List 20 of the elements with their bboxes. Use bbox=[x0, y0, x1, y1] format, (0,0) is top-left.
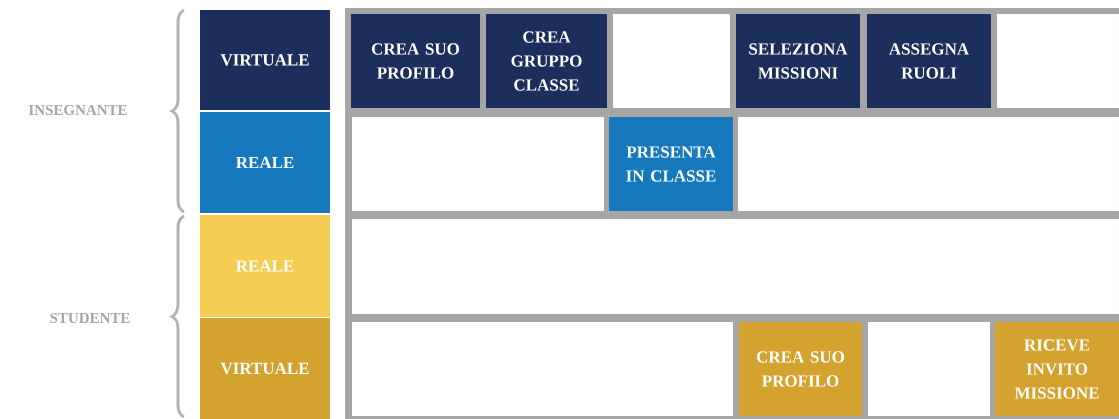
lane-header: VIRTUALE bbox=[200, 318, 330, 419]
task-box: RICEVE INVITO MISSIONE bbox=[995, 322, 1119, 416]
empty-cell bbox=[997, 14, 1119, 108]
task-box: ASSEGNA RUOLI bbox=[867, 14, 991, 108]
lane-header: REALE bbox=[200, 215, 330, 317]
task-box: CREA GRUPPO CLASSE bbox=[486, 14, 607, 108]
empty-cell bbox=[352, 322, 733, 416]
empty-cell bbox=[738, 117, 1119, 211]
task-box: PRESENTA IN CLASSE bbox=[609, 117, 733, 211]
task-box: SELEZIONA MISSIONI bbox=[736, 14, 860, 108]
lane-header: REALE bbox=[200, 112, 330, 213]
empty-cell bbox=[613, 14, 730, 108]
empty-cell bbox=[868, 322, 990, 416]
role-label: STUDENTE bbox=[50, 312, 130, 323]
empty-cell bbox=[352, 117, 604, 211]
task-box: CREA SUO PROFILO bbox=[351, 14, 480, 108]
empty-cell bbox=[352, 219, 1119, 314]
lane-header: VIRTUALE bbox=[200, 10, 330, 110]
role-label: INSEGNANTE bbox=[28, 104, 127, 116]
task-box: CREA SUO PROFILO bbox=[739, 322, 862, 416]
